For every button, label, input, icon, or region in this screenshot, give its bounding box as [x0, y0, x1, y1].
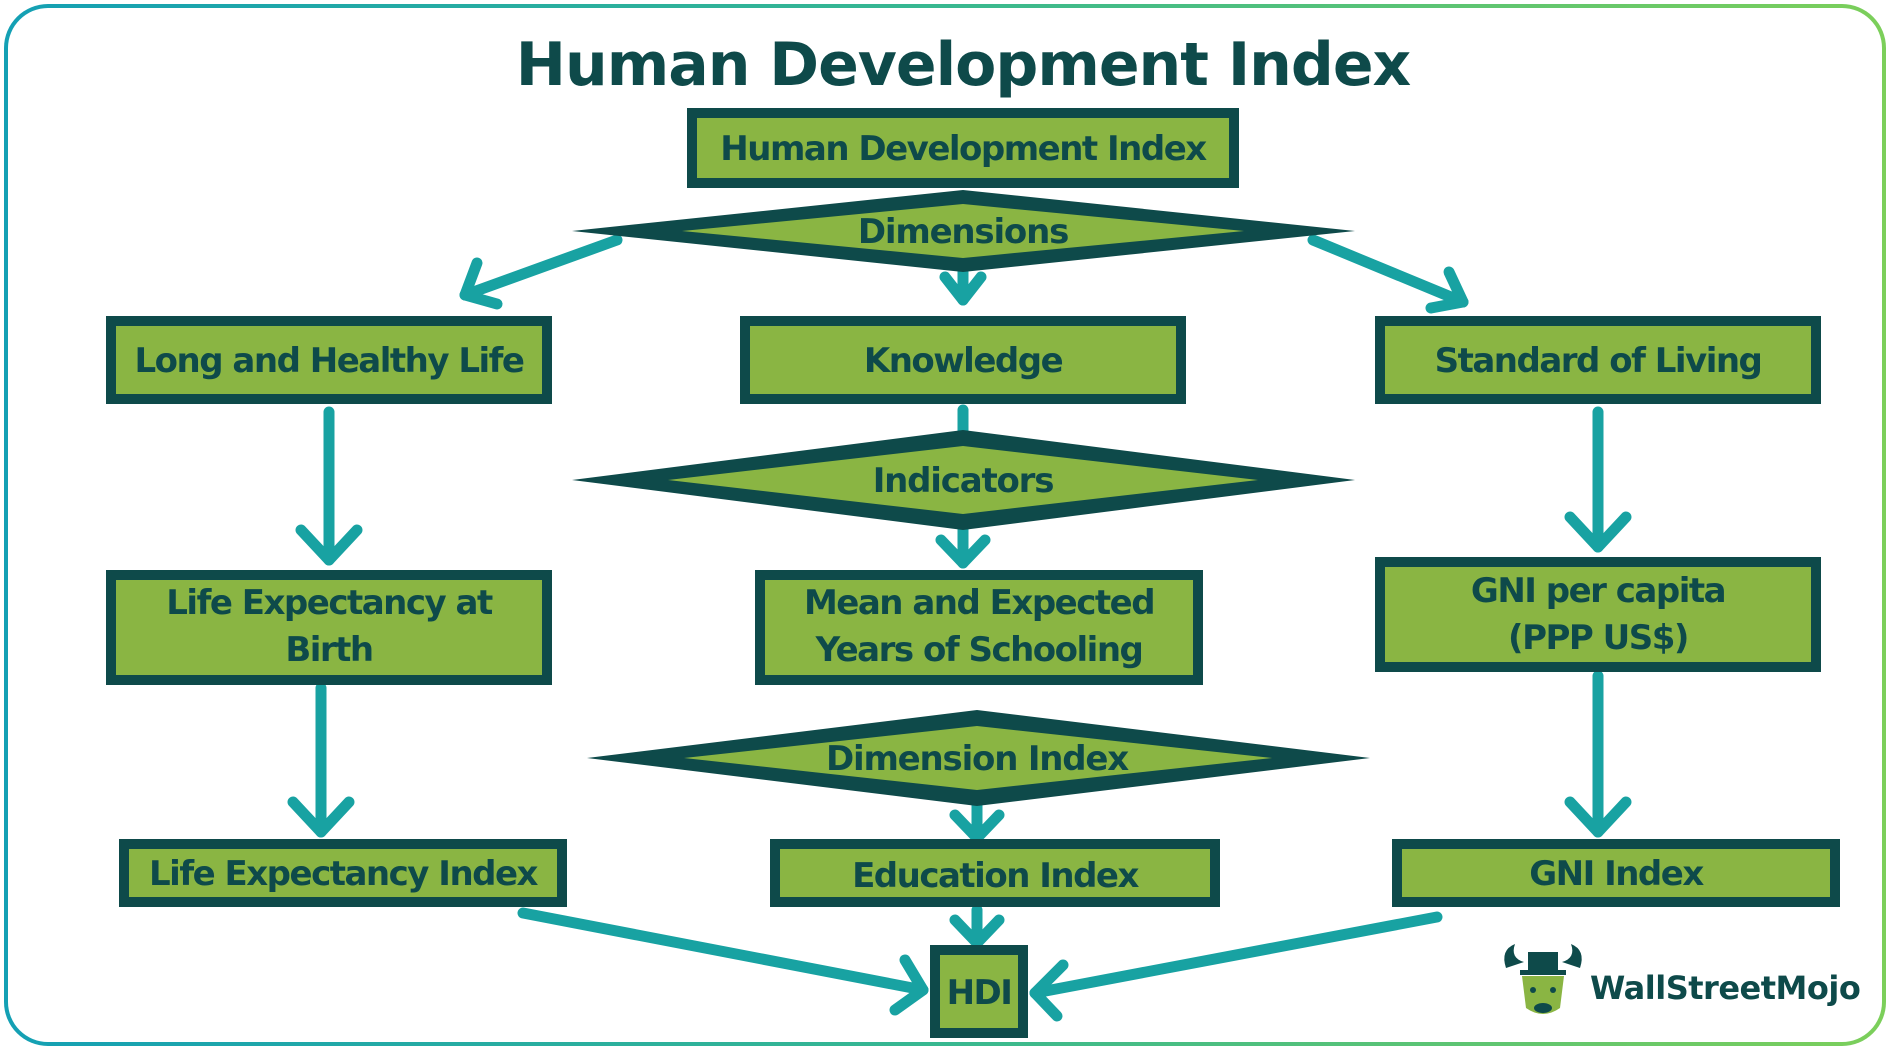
box-life-exp-index-label: Life Expectancy Index [149, 854, 539, 894]
diamond-indicators-label: Indicators [873, 461, 1054, 501]
arrowhead-hdi-right [1029, 959, 1069, 1022]
diamond-dimension-index: Dimension Index [587, 710, 1370, 806]
connector-top-left [459, 234, 623, 301]
box-life-expectancy-index: Life Expectancy Index [119, 839, 567, 907]
box-hdi-label: HDI [947, 973, 1012, 1013]
box-human-development-index: Human Development Index [687, 108, 1239, 188]
diamond-indicators: Indicators [572, 430, 1355, 530]
arrowhead-education [949, 809, 1005, 844]
wallstreetmojo-logo: WallStreetMojo [1504, 944, 1861, 1014]
bull-mascot-icon [1504, 944, 1582, 1014]
arrowhead-gni-index [1564, 796, 1632, 838]
arrowhead-hdi-left [889, 954, 929, 1016]
connectors [287, 234, 1632, 1022]
arrowhead-schooling [935, 534, 991, 569]
box-gni-index: GNI Index [1392, 839, 1840, 907]
box-education-index: Education Index [770, 839, 1220, 907]
box-life-exp-line2: Birth [285, 630, 372, 670]
arrowhead-long-life [459, 257, 503, 310]
box-standard-label: Standard of Living [1435, 341, 1762, 381]
box-standard-of-living: Standard of Living [1375, 316, 1821, 404]
box-top-label: Human Development Index [720, 129, 1207, 169]
box-knowledge-label: Knowledge [864, 341, 1063, 381]
arrowhead-life-exp [295, 524, 363, 566]
box-education-index-label: Education Index [852, 856, 1139, 896]
connector-top-right [1307, 234, 1469, 308]
box-schooling-line1: Mean and Expected [804, 583, 1154, 623]
box-gni-line2: (PPP US$) [1508, 618, 1688, 658]
box-gni-line1: GNI per capita [1471, 571, 1725, 611]
page-title: Human Development Index [516, 30, 1411, 100]
logo-text: WallStreetMojo [1590, 969, 1860, 1007]
arrowhead-standard [1425, 266, 1469, 314]
box-gni-per-capita: GNI per capita (PPP US$) [1375, 557, 1821, 672]
box-schooling-line2: Years of Schooling [815, 630, 1143, 670]
diamond-dimensions-label: Dimensions [858, 212, 1068, 252]
box-long-and-healthy-life: Long and Healthy Life [106, 316, 552, 404]
connector-gni-index-to-hdi [1029, 911, 1443, 999]
connector-life-index-to-hdi [517, 907, 929, 996]
arrowhead-life-exp-index [287, 796, 355, 838]
box-knowledge: Knowledge [740, 316, 1186, 404]
box-gni-index-label: GNI Index [1529, 854, 1704, 894]
box-long-life-label: Long and Healthy Life [135, 341, 524, 381]
arrowhead-gni [1564, 511, 1632, 553]
arrowhead-knowledge [939, 271, 987, 306]
box-life-expectancy-at-birth: Life Expectancy at Birth [106, 570, 552, 685]
box-mean-expected-schooling: Mean and Expected Years of Schooling [755, 570, 1203, 685]
arrowhead-hdi-top [949, 914, 1005, 949]
box-life-exp-line1: Life Expectancy at [166, 583, 493, 623]
diamond-dimensions: Dimensions [572, 190, 1355, 272]
diamond-dimension-index-label: Dimension Index [826, 739, 1129, 779]
box-hdi: HDI [930, 945, 1028, 1038]
